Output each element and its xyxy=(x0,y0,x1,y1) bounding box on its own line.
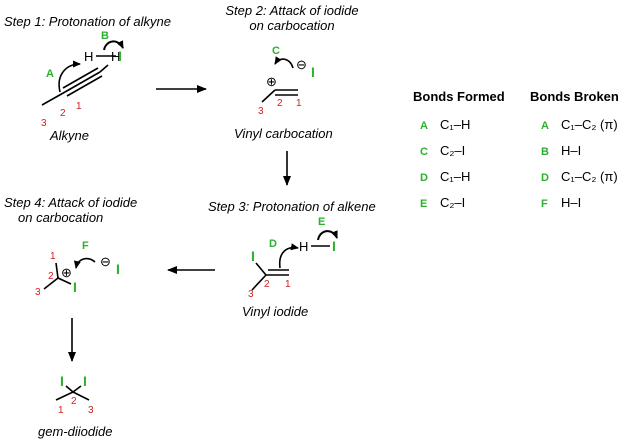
curved-arrow-c xyxy=(274,56,294,69)
step2-title: Step 2: Attack of iodide on carbocation xyxy=(222,3,362,33)
formed-row-label: C xyxy=(420,146,428,158)
curved-arrow-e xyxy=(317,230,338,241)
formed-row: A C₁–H xyxy=(420,117,470,132)
arrow-label-a-step1: A xyxy=(46,68,54,80)
carbocation-plus: ⊕ xyxy=(266,74,277,89)
gem-diiodide-structure xyxy=(55,385,90,401)
curved-arrow-f xyxy=(73,257,96,269)
alkyne-caption: Alkyne xyxy=(50,128,90,143)
formed-row-bond: C₁–H xyxy=(440,117,471,132)
bonds-formed-header: Bonds Formed xyxy=(413,89,505,104)
broken-row-label: A xyxy=(541,120,549,132)
vinyl-cation-c3: 3 xyxy=(258,106,264,117)
formed-row-label: D xyxy=(420,172,428,184)
formed-row-bond: C₂–I xyxy=(440,195,466,210)
gem-diiodide-caption: gem-diiodide xyxy=(38,424,113,439)
formed-row-label: A xyxy=(420,120,428,132)
formed-row-bond: C₁–H xyxy=(440,169,471,184)
secondary-carbocation-structure xyxy=(43,262,72,290)
cation-c1: 1 xyxy=(50,251,56,262)
curved-arrow-b xyxy=(103,40,124,51)
hi-iodine-1: I xyxy=(118,48,122,64)
broken-row: B H–I xyxy=(541,143,581,158)
iodide-ion-1: I xyxy=(311,64,315,80)
formed-row: D C₁–H xyxy=(420,169,470,184)
broken-row-bond: H–I xyxy=(561,195,582,210)
cation-plus: ⊕ xyxy=(61,265,72,280)
broken-row-label: F xyxy=(541,198,548,210)
arrow-label-f: F xyxy=(82,240,89,252)
vinyl-carbocation-structure xyxy=(261,89,298,103)
vinyl-carbocation-caption: Vinyl carbocation xyxy=(234,126,333,141)
curved-arrow-d xyxy=(278,243,299,269)
alkyne-terminal-h: H xyxy=(111,49,121,64)
step2-title-line2: on carbocation xyxy=(249,18,335,33)
cation-c3: 3 xyxy=(35,287,41,298)
iodide-minus-1: ⊖ xyxy=(296,57,307,72)
step4-title-line1: Step 4: Attack of iodide xyxy=(4,195,138,210)
iodide-ion-2: I xyxy=(116,261,120,277)
cation-iodine: I xyxy=(73,279,77,295)
broken-row: D C₁–C₂ (π) xyxy=(541,169,618,184)
cation-c2: 2 xyxy=(48,271,54,282)
broken-row: F H–I xyxy=(541,195,581,210)
formed-row: C C₂–I xyxy=(420,143,465,158)
gem-c3: 3 xyxy=(88,405,94,416)
alkyne-c3: 3 xyxy=(41,118,47,129)
hi-hydrogen-2: H xyxy=(299,239,309,254)
vinyl-cation-c2: 2 xyxy=(277,98,283,109)
vinyl-iodide-structure xyxy=(251,262,289,291)
broken-row-bond: H–I xyxy=(561,143,582,158)
broken-row-bond: C₁–C₂ (π) xyxy=(561,117,618,132)
alkyne-c2: 2 xyxy=(60,108,66,119)
gem-c1: 1 xyxy=(58,405,64,416)
vinyl-iodide-c1: 1 xyxy=(285,279,291,290)
arrow-label-e: E xyxy=(318,216,326,228)
broken-row-label: D xyxy=(541,172,549,184)
vinyl-iodide-c2: 2 xyxy=(264,279,270,290)
broken-row-label: B xyxy=(541,146,549,158)
vinyl-iodide-caption: Vinyl iodide xyxy=(242,304,309,319)
arrow-label-c: C xyxy=(272,45,280,57)
broken-row: A C₁–C₂ (π) xyxy=(541,117,618,132)
iodide-minus-2: ⊖ xyxy=(100,254,111,269)
formed-row-label: E xyxy=(420,198,428,210)
gem-iodine-right: I xyxy=(83,373,87,389)
arrow-label-d: D xyxy=(269,238,277,250)
bonds-broken-header: Bonds Broken xyxy=(530,89,619,104)
vinyl-iodide-c3: 3 xyxy=(248,289,254,300)
step3-title: Step 3: Protonation of alkene xyxy=(208,199,376,214)
gem-iodine-left: I xyxy=(60,373,64,389)
vinyl-iodide-iodine: I xyxy=(251,248,255,264)
step2-title-line1: Step 2: Attack of iodide xyxy=(225,3,359,18)
alkyne-structure xyxy=(41,64,109,106)
hi-iodine-2: I xyxy=(332,238,336,254)
curved-arrow-a xyxy=(58,60,81,93)
vinyl-cation-c1: 1 xyxy=(296,98,302,109)
hi-hydrogen-1: H xyxy=(84,49,94,64)
formed-row-bond: C₂–I xyxy=(440,143,466,158)
step4-title-line2: on carbocation xyxy=(18,210,104,225)
step4-title: Step 4: Attack of iodide on carbocation xyxy=(4,195,164,225)
formed-row: E C₂–I xyxy=(420,195,465,210)
arrow-label-b-step1: B xyxy=(101,30,109,42)
alkyne-c1: 1 xyxy=(76,101,82,112)
gem-c2: 2 xyxy=(71,396,77,407)
step1-title: Step 1: Protonation of alkyne xyxy=(4,14,171,29)
broken-row-bond: C₁–C₂ (π) xyxy=(561,169,618,184)
